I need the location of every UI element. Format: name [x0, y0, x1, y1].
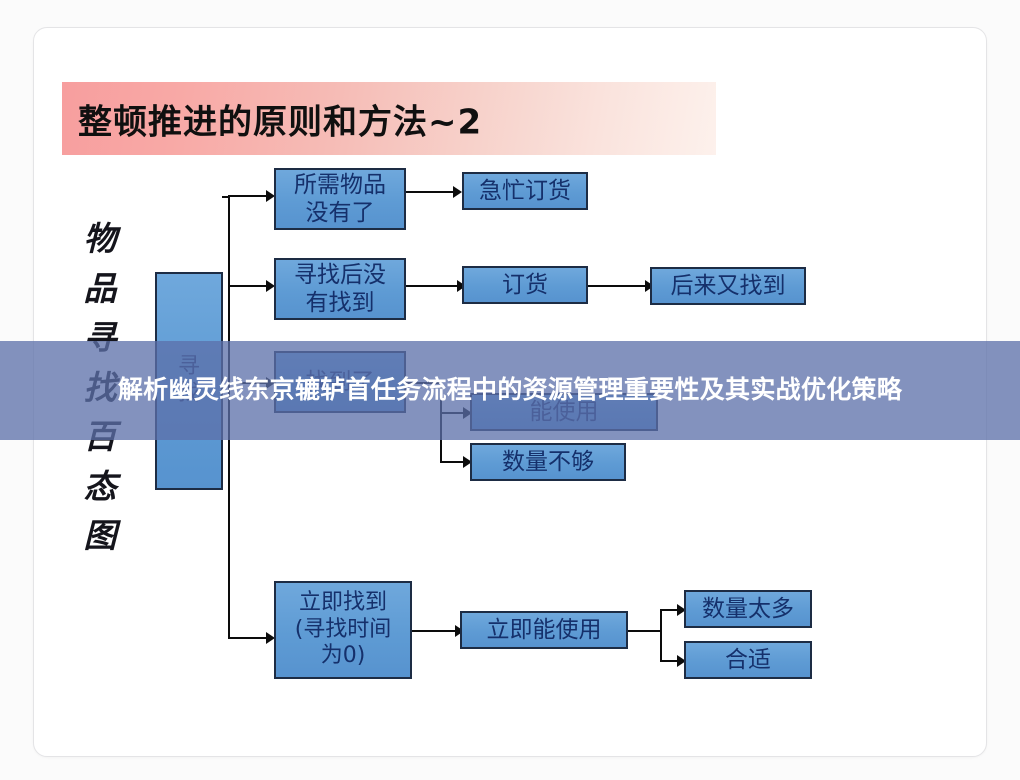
node-order[interactable]: 订货: [462, 266, 588, 304]
arrow-head: [645, 280, 654, 292]
connector-branch-notfound: [228, 285, 272, 287]
node-rush-order[interactable]: 急忙订货: [462, 172, 588, 210]
connector-to-justright: [660, 660, 684, 662]
connector-missing-to-rush: [406, 191, 458, 193]
vertical-label-char: 品: [83, 268, 117, 308]
connector-branch-missing: [228, 195, 272, 197]
arrow-head: [677, 655, 686, 667]
arrow-head: [266, 632, 275, 644]
connector-order-to-foundlater: [588, 285, 650, 287]
vertical-label-char: 态: [83, 466, 117, 506]
vertical-label-char: 图: [83, 516, 117, 555]
connector-branch-foundnow: [228, 637, 272, 639]
node-not-found[interactable]: 寻找后没 有找到: [274, 258, 406, 320]
node-found-now[interactable]: 立即找到 (寻找时间 为0): [274, 581, 412, 679]
vertical-label-char: 物: [83, 219, 117, 258]
node-not-enough[interactable]: 数量不够: [470, 443, 626, 481]
arrow-head: [455, 625, 464, 637]
connector-usablenow-out: [628, 630, 660, 632]
node-missing[interactable]: 所需物品 没有了: [274, 168, 406, 230]
node-just-right[interactable]: 合适: [684, 641, 812, 679]
arrow-head: [266, 280, 275, 292]
connector-to-toomany: [660, 609, 684, 611]
overlay-caption-text: 解析幽灵线东京辘轳首任务流程中的资源管理重要性及其实战优化策略: [117, 375, 903, 405]
connector-foundnow-to-usablenow: [412, 630, 460, 632]
arrow-head: [677, 604, 686, 616]
arrow-head: [463, 456, 472, 468]
page-title: 整顿推进的原则和方法~2: [78, 102, 483, 142]
connector-notfound-to-order: [406, 285, 462, 287]
node-usable-now[interactable]: 立即能使用: [460, 611, 628, 649]
node-found-later[interactable]: 后来又找到: [650, 267, 806, 305]
title-banner: 整顿推进的原则和方法~2: [62, 82, 716, 155]
overlay-caption-band: 解析幽灵线东京辘轳首任务流程中的资源管理重要性及其实战优化策略: [0, 341, 1020, 440]
connector-usablenow-split: [660, 609, 662, 661]
arrow-head: [457, 280, 466, 292]
arrow-head: [266, 190, 275, 202]
node-too-many[interactable]: 数量太多: [684, 590, 812, 628]
connector-found-to-notenough: [440, 461, 470, 463]
connector-root-out: [222, 196, 230, 198]
arrow-head: [453, 186, 462, 198]
